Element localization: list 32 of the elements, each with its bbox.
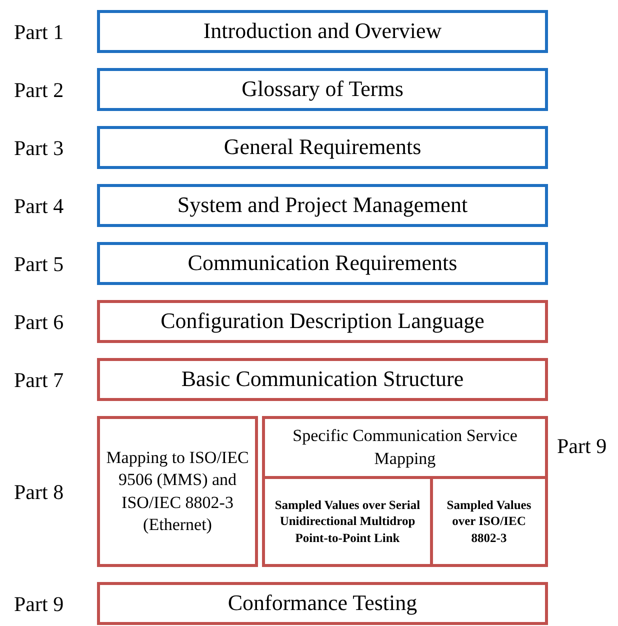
part-title: Specific Communication Service Mapping (292, 425, 518, 470)
part-box (97, 242, 548, 285)
part-title: Configuration Description Language (160, 307, 486, 336)
part-label: Part 5 (14, 252, 64, 277)
part-title: Conformance Testing (226, 589, 418, 618)
part-label: Part 7 (14, 368, 64, 393)
part-label: Part 9 (557, 434, 607, 459)
part-title: Glossary of Terms (240, 75, 404, 104)
part-box (97, 10, 548, 53)
part-box (97, 358, 548, 401)
part-box (97, 300, 548, 343)
part-title: Communication Requirements (186, 249, 458, 278)
part-label: Part 4 (14, 194, 64, 219)
part-label: Part 6 (14, 310, 64, 335)
part-title: System and Project Management (176, 191, 469, 220)
part-box (97, 126, 548, 169)
part-label: Part 9 (14, 592, 64, 617)
part-box (262, 416, 548, 567)
part-title: Basic Communication Structure (180, 365, 465, 394)
part-title: General Requirements (222, 133, 422, 162)
part-title: Mapping to ISO/IEC 9506 (MMS) and ISO/IEC 8802-3 (Ethernet) (105, 447, 250, 536)
part-label: Part 3 (14, 136, 64, 161)
part-label: Part 1 (14, 20, 64, 45)
part-label: Part 2 (14, 78, 64, 103)
part-title: Introduction and Overview (202, 17, 443, 46)
part-box (97, 184, 548, 227)
part-box (97, 582, 548, 625)
part-title: Sampled Values over Serial Unidirectional Multidrop Point-to-Point Link (274, 497, 422, 546)
part-title: Sampled Values over ISO/IEC 8802-3 (446, 497, 532, 546)
part-box (97, 68, 548, 111)
part-label: Part 8 (14, 480, 64, 505)
part-box (97, 416, 258, 567)
